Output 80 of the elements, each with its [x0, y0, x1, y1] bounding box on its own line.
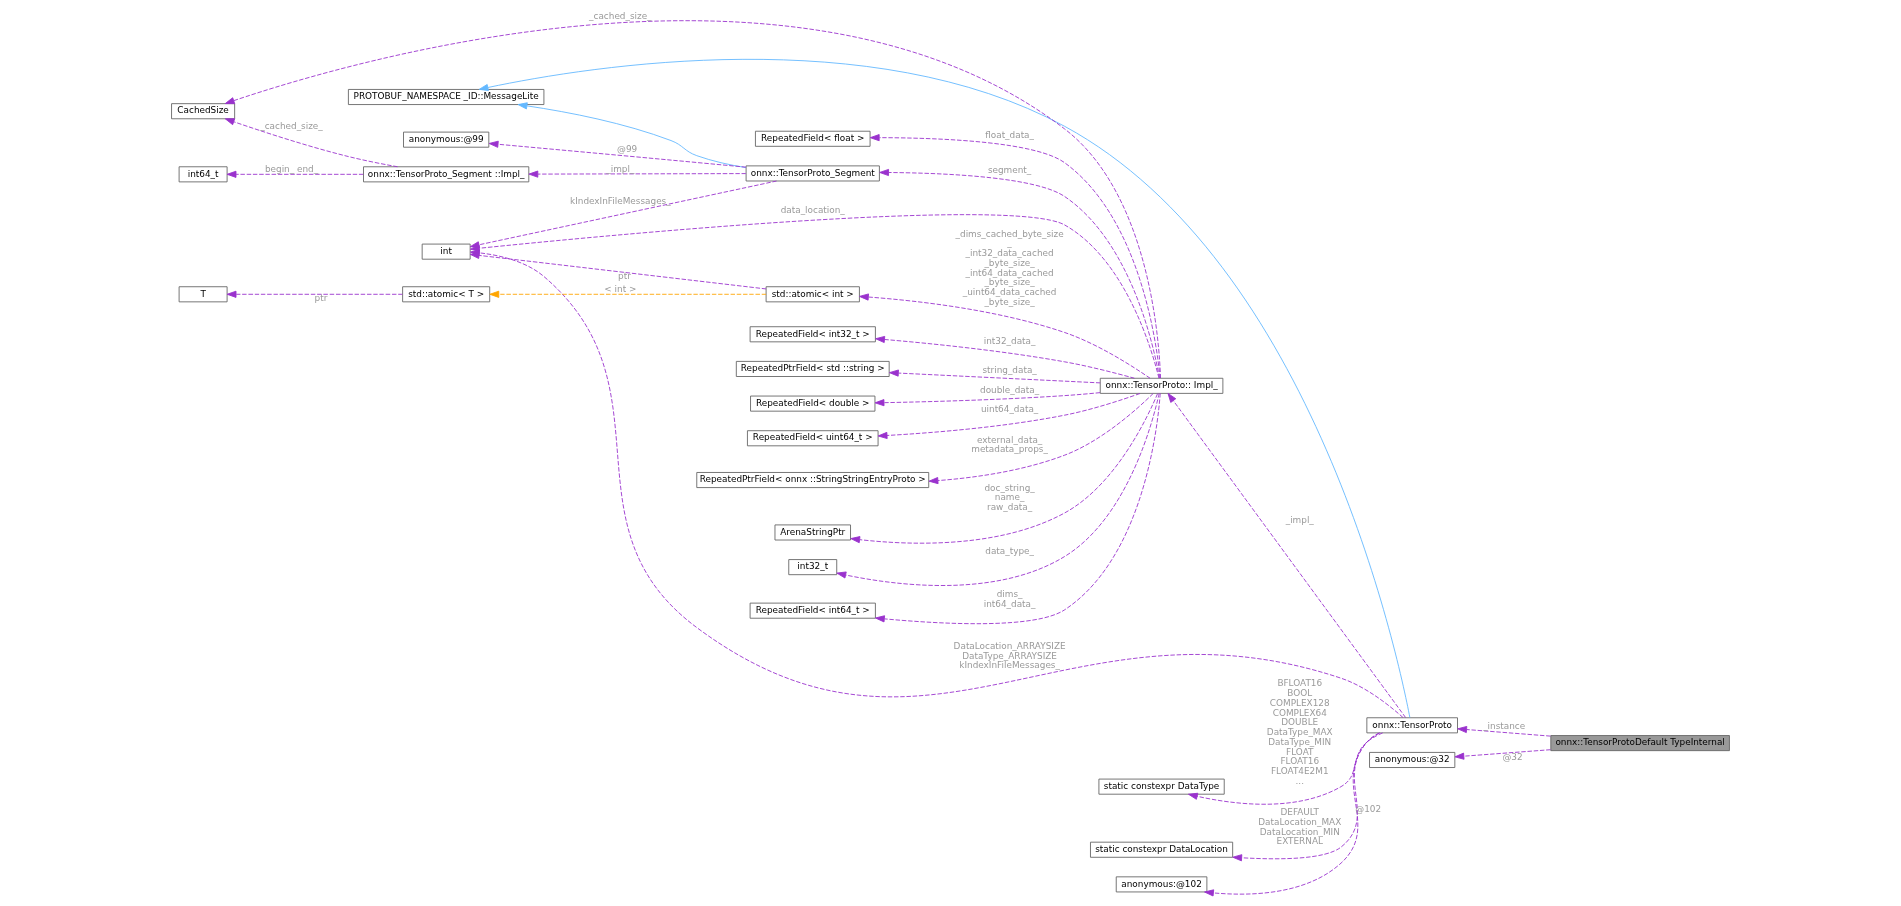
arrow [226, 170, 364, 178]
arrow [889, 369, 1101, 384]
arrow [528, 170, 747, 178]
edge-label: DataLocation_ARRAYSIZE DataType_ARRAYSIZE kIndexInFileMessages_ [953, 640, 1066, 671]
node-box: int [421, 243, 471, 260]
edge-label: string_data_ [982, 365, 1037, 376]
edge-label: int32_data_ [983, 336, 1036, 347]
edge-label: BFLOAT16 BOOL COMPLEX128 COMPLEX64 DOUBLE DataType_MAX DataType_MIN FLOAT FLOAT16 FLOAT4E2M1 ... [1266, 678, 1333, 786]
edge-label: _impl_ [1285, 514, 1314, 525]
edge-label: _instance [1483, 720, 1526, 731]
node-box: RepeatedField< int32_t > [749, 326, 876, 343]
edge-label: double_data_ [980, 384, 1040, 395]
arrow [224, 118, 398, 168]
arrow [874, 392, 1101, 407]
node-box: CachedSize [171, 103, 236, 120]
arrow [879, 168, 1160, 379]
arrow [1454, 749, 1551, 760]
arrow [224, 20, 1161, 379]
edge-label: _impl_ [606, 163, 635, 174]
node-box: RepeatedField< uint64_t > [747, 430, 879, 447]
node-box: static constexpr DataLocation [1090, 841, 1234, 858]
arrow [869, 134, 1161, 379]
node-box: int32_t [788, 559, 838, 576]
node-box: static constexpr DataType [1098, 778, 1225, 795]
arrow [859, 293, 1151, 379]
arrow [488, 140, 747, 168]
arrow [875, 393, 1161, 625]
node-box: PROTOBUF_NAMESPACE _ID::MessageLite [347, 89, 545, 105]
edge-label: segment_ [987, 164, 1032, 175]
node-box: std::atomic< T > [402, 286, 491, 303]
edge-label: < int > [604, 283, 637, 294]
edge-label: data_location_ [780, 205, 845, 216]
edge-label: data_type_ [985, 545, 1034, 556]
node-box: onnx::TensorProto:: Impl_ [1099, 377, 1224, 394]
edge-label: float_data_ [985, 129, 1034, 140]
arrow [877, 393, 1141, 440]
edge-label: kIndexInFileMessages_ [570, 195, 671, 206]
arrow [1188, 732, 1384, 805]
arrow [1457, 725, 1551, 737]
edge-label: @99 [617, 144, 638, 155]
arrow [1232, 732, 1381, 862]
edge-label: ptr [618, 270, 631, 281]
node-box: std::atomic< int > [765, 286, 860, 303]
node-box: RepeatedField< double > [750, 395, 876, 412]
node-box: anonymous:@32 [1369, 751, 1456, 768]
arrow [928, 393, 1154, 485]
edge-label: _cached_size_ [589, 10, 652, 21]
arrow [226, 290, 403, 298]
arrow [875, 335, 1135, 379]
node-box: RepeatedField< int64_t > [749, 602, 876, 619]
edge-label: @32 [1502, 752, 1523, 763]
node-box: anonymous:@102 [1115, 876, 1208, 893]
node-box: RepeatedField< float > [755, 130, 871, 147]
node-box: RepeatedPtrField< std ::string > [735, 360, 890, 377]
edge-label: uint64_data_ [980, 404, 1039, 415]
node-box: onnx::TensorProto [1366, 717, 1458, 734]
arrow [1204, 732, 1380, 897]
arrow [469, 180, 777, 249]
node-box: onnx::TensorProtoDefault TypeInternal [1550, 735, 1730, 752]
arrow [489, 290, 767, 298]
node-box: RepeatedPtrField< onnx ::StringStringEntryProto > [696, 472, 930, 489]
edge-label: @102 [1355, 803, 1382, 814]
arrow [836, 393, 1160, 586]
edge-label: dims_ int64_data_ [983, 589, 1036, 610]
edge-label: _dims_cached_byte_size _ _int32_data_cached _byte_size_ _int64_data_cached _byte_size_ _uint64_data_cached _byte_size_ [955, 228, 1064, 307]
node-box: onnx::TensorProto_Segment [745, 165, 880, 182]
edge-label: ptr [314, 293, 328, 304]
node-box: T [178, 286, 228, 303]
edge-label: doc_string_ name_ raw_data_ [984, 482, 1035, 513]
node-box: ArenaStringPtr [774, 524, 851, 541]
node-box: onnx::TensorProto_Segment ::Impl_ [363, 166, 530, 183]
node-box: int64_t [178, 166, 228, 183]
node-box: anonymous:@99 [403, 131, 490, 148]
edge-label: external_data_ metadata_props_ [971, 434, 1048, 455]
edge-label: begin_ end_ [264, 163, 319, 174]
edge-label: DEFAULT DataLocation_MAX DataLocation_MIN EXTERNAL [1258, 807, 1342, 847]
arrow [1167, 392, 1407, 719]
arrow [478, 58, 1411, 718]
arrow [850, 393, 1158, 544]
edge-label: _cached_size_ [260, 121, 323, 131]
